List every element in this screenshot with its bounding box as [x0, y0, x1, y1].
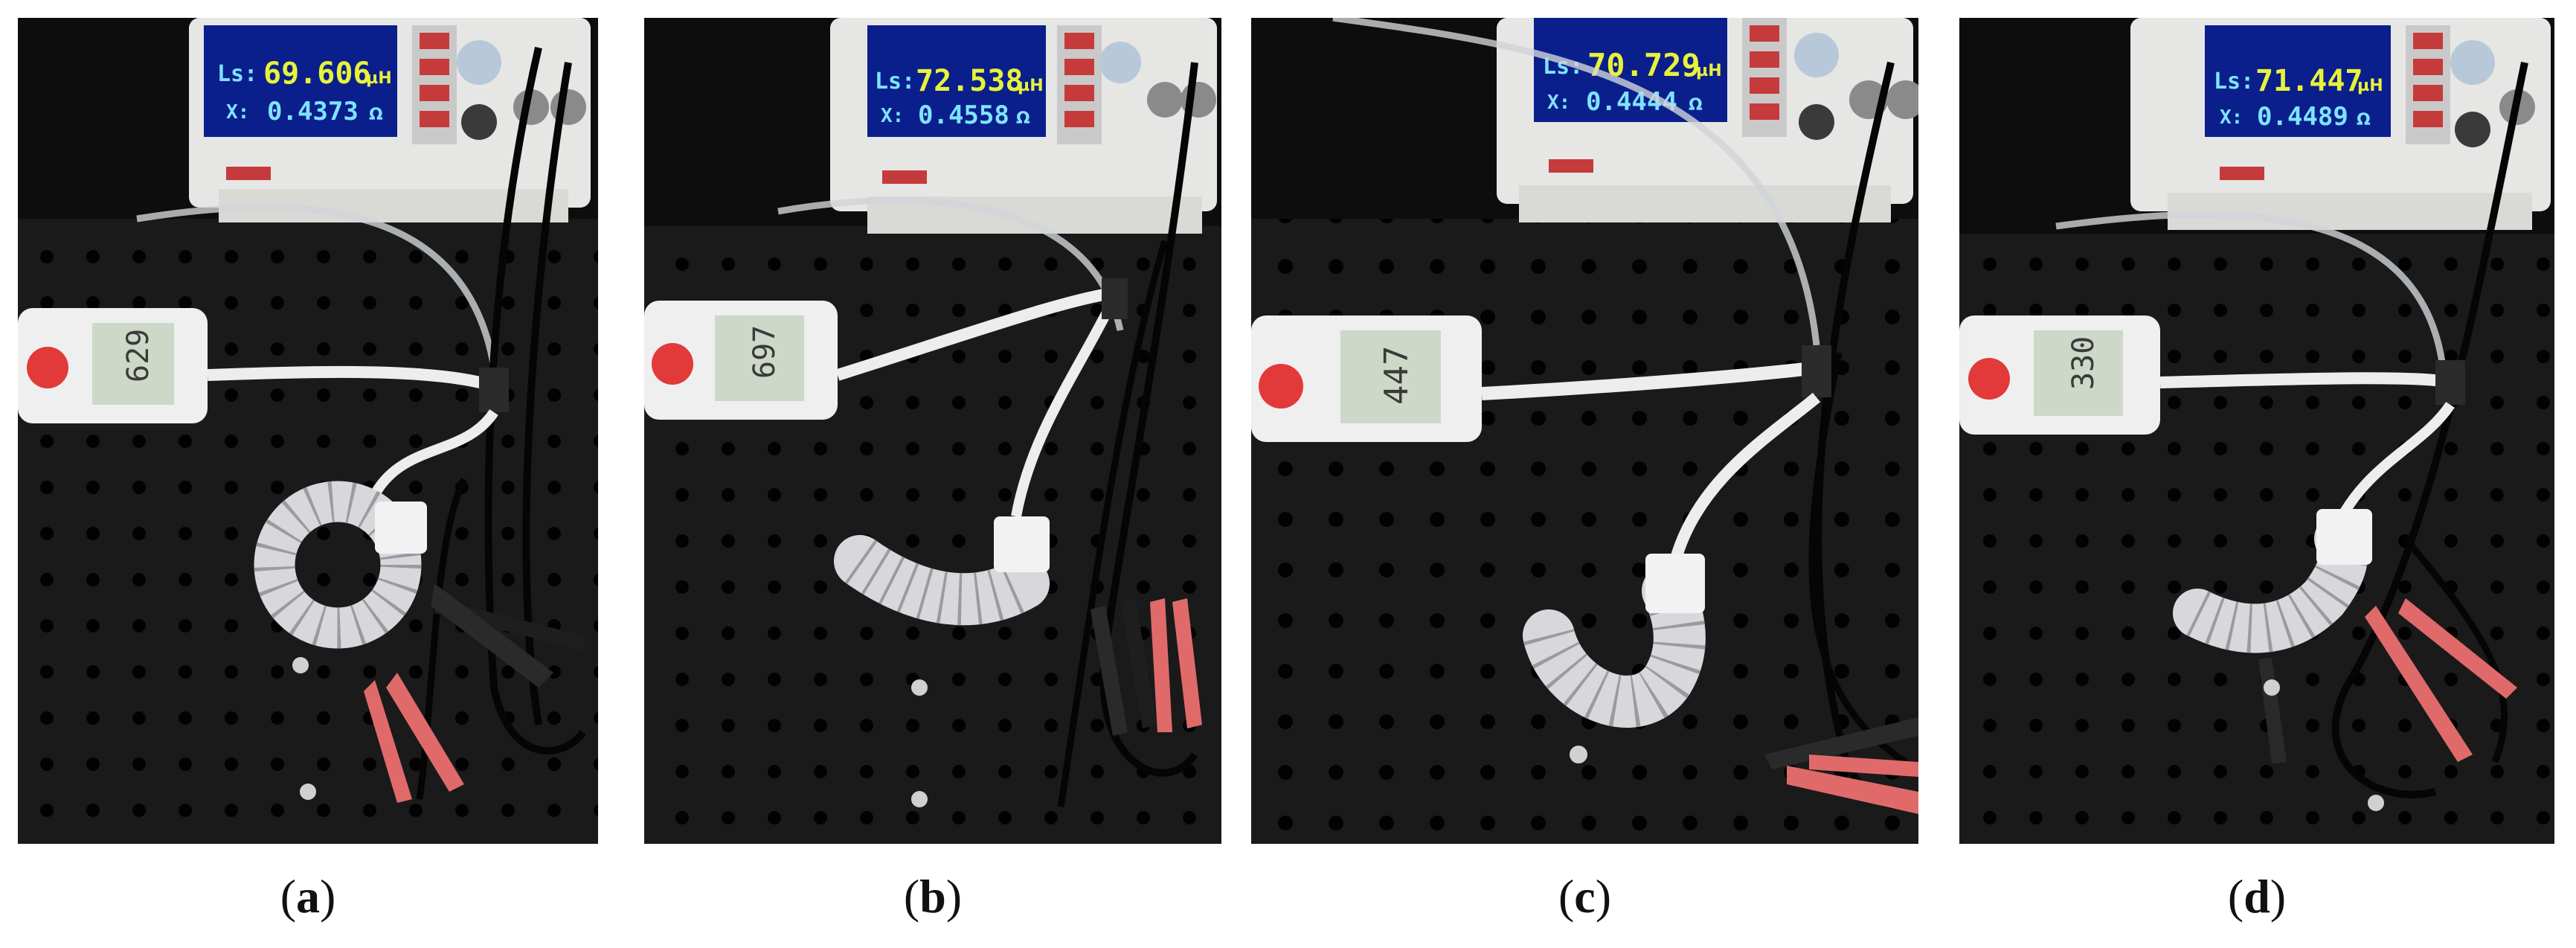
- lcr-meter: Ls: 70.729 µH X: 0.4444 Ω: [1497, 18, 1918, 222]
- soft-actuator: [2173, 509, 2372, 653]
- ls-unit: µH: [2357, 77, 2383, 95]
- x-unit: Ω: [369, 106, 383, 124]
- lcd-screen: [204, 25, 397, 137]
- caption-letter: d: [2243, 870, 2270, 923]
- x-unit: Ω: [1689, 96, 1703, 115]
- x-label: X:: [2220, 106, 2243, 129]
- photo-c: Ls: 70.729 µH X: 0.4444 Ω 447: [1251, 18, 1918, 844]
- caption-a: (a): [280, 870, 336, 923]
- lcr-meter: Ls: 71.447 µH X: 0.4489 Ω: [2130, 18, 2551, 230]
- photo-panel-c: Ls: 70.729 µH X: 0.4444 Ω 447: [1251, 18, 1918, 844]
- photo-panel-b: Ls: 72.538 µH X: 0.4558 Ω 697: [644, 18, 1221, 844]
- pressure-meter: 629: [18, 308, 208, 423]
- x-value: 0.4373: [267, 97, 359, 126]
- ls-value: 69.606: [263, 57, 371, 91]
- ls-unit: µH: [1696, 62, 1722, 80]
- x-label: X:: [226, 101, 249, 124]
- photo-a: Ls: 69.606 µH X: 0.4373 Ω 629: [18, 18, 598, 844]
- lcd-screen: [1534, 18, 1727, 122]
- ls-unit: µH: [366, 69, 392, 88]
- ls-value: 72.538: [916, 64, 1024, 98]
- ls-label: Ls:: [217, 61, 257, 87]
- pressure-reading: 697: [748, 325, 782, 379]
- caption-d: (d): [2227, 870, 2287, 923]
- x-unit: Ω: [2357, 111, 2371, 129]
- caption-letter: a: [296, 870, 320, 923]
- pressure-reading: 330: [2066, 336, 2101, 390]
- x-value: 0.4558: [918, 100, 1009, 130]
- photo-b: Ls: 72.538 µH X: 0.4558 Ω 697: [644, 18, 1221, 844]
- x-value: 0.4489: [2257, 102, 2348, 132]
- photo-panel-d: Ls: 71.447 µH X: 0.4489 Ω 330: [1959, 18, 2554, 844]
- photo-panel-a: Ls: 69.606 µH X: 0.4373 Ω 629: [18, 18, 598, 844]
- caption-letter: c: [1574, 870, 1596, 923]
- lcd-screen: [2205, 25, 2391, 137]
- caption-b: (b): [903, 870, 963, 923]
- ls-label: Ls:: [875, 68, 915, 95]
- pressure-reading: 447: [1378, 346, 1416, 405]
- lcr-meter: Ls: 72.538 µH X: 0.4558 Ω: [830, 18, 1217, 234]
- pressure-reading: 629: [121, 329, 155, 382]
- ls-value: 71.447: [2255, 64, 2363, 98]
- soft-actuator: [1523, 554, 1706, 728]
- pressure-meter: 330: [1959, 316, 2160, 435]
- soft-actuator: [834, 516, 1050, 626]
- x-unit: Ω: [1016, 109, 1030, 128]
- ls-label: Ls:: [2214, 68, 2254, 95]
- soft-actuator: [254, 481, 427, 649]
- caption-letter: b: [919, 870, 946, 923]
- pressure-meter: 447: [1251, 316, 1482, 442]
- pressure-meter: 697: [644, 301, 838, 420]
- lcd-screen: [867, 25, 1046, 137]
- lcr-meter: Ls: 69.606 µH X: 0.4373 Ω: [189, 18, 591, 222]
- x-label: X:: [881, 105, 904, 127]
- ls-unit: µH: [1018, 77, 1044, 95]
- photo-d: Ls: 71.447 µH X: 0.4489 Ω 330: [1959, 18, 2554, 844]
- caption-c: (c): [1558, 870, 1612, 923]
- x-label: X:: [1547, 92, 1570, 114]
